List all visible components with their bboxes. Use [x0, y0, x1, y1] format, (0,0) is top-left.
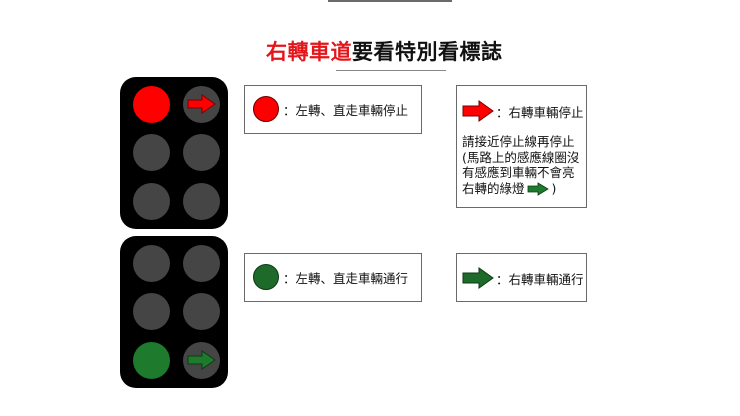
legend-green-arrow: ：右轉車輛通行	[456, 253, 587, 302]
legend-text: ：右轉車輛通行	[496, 271, 584, 287]
title-highlight: 右轉車道	[266, 40, 352, 64]
traffic-signal-go	[120, 236, 228, 388]
green-light-icon	[133, 342, 170, 379]
off-light-icon	[183, 134, 220, 171]
note-line: 請接近停止線再停止	[462, 134, 575, 149]
legend-text: ：左轉、直走車輛停止	[283, 102, 409, 118]
note-line: 右轉的綠燈)	[462, 181, 579, 197]
off-light-icon	[133, 134, 170, 171]
title-underline	[336, 70, 446, 71]
title-rest: 要看特別看標誌	[352, 40, 503, 64]
green-arrow-icon	[527, 181, 549, 196]
green-right-arrow-light-icon	[183, 342, 220, 379]
off-light-icon	[183, 183, 220, 220]
sensor-note: 請接近停止線再停止 (馬路上的感應線圈沒 有感應到車輛不會亮 右轉的綠燈)	[462, 134, 579, 196]
legend-red-arrow: ：右轉車輛停止 請接近停止線再停止 (馬路上的感應線圈沒 有感應到車輛不會亮 右…	[456, 85, 587, 208]
off-light-icon	[133, 293, 170, 330]
legend-green-circle: ：左轉、直走車輛通行	[244, 253, 422, 302]
red-arrow-icon	[462, 100, 494, 122]
green-arrow-icon	[462, 267, 494, 289]
legend-text: ：左轉、直走車輛通行	[283, 270, 409, 286]
red-right-arrow-light-icon	[183, 86, 220, 123]
legend-text: ：右轉車輛停止	[496, 104, 584, 120]
red-light-icon	[133, 86, 170, 123]
red-circle-icon	[253, 96, 279, 122]
note-text: 右轉的綠燈	[462, 180, 525, 196]
traffic-signal-stop	[120, 77, 228, 229]
top-divider	[328, 0, 452, 2]
off-light-icon	[133, 245, 170, 282]
note-text: )	[551, 180, 557, 196]
off-light-icon	[183, 245, 220, 282]
note-line: (馬路上的感應線圈沒	[462, 149, 580, 165]
note-line: 有感應到車輛不會亮	[462, 165, 575, 180]
green-circle-icon	[253, 264, 279, 290]
off-light-icon	[133, 183, 170, 220]
legend-red-circle: ：左轉、直走車輛停止	[244, 85, 422, 134]
page-title: 右轉車道要看特別看標誌	[266, 36, 526, 66]
off-light-icon	[183, 293, 220, 330]
